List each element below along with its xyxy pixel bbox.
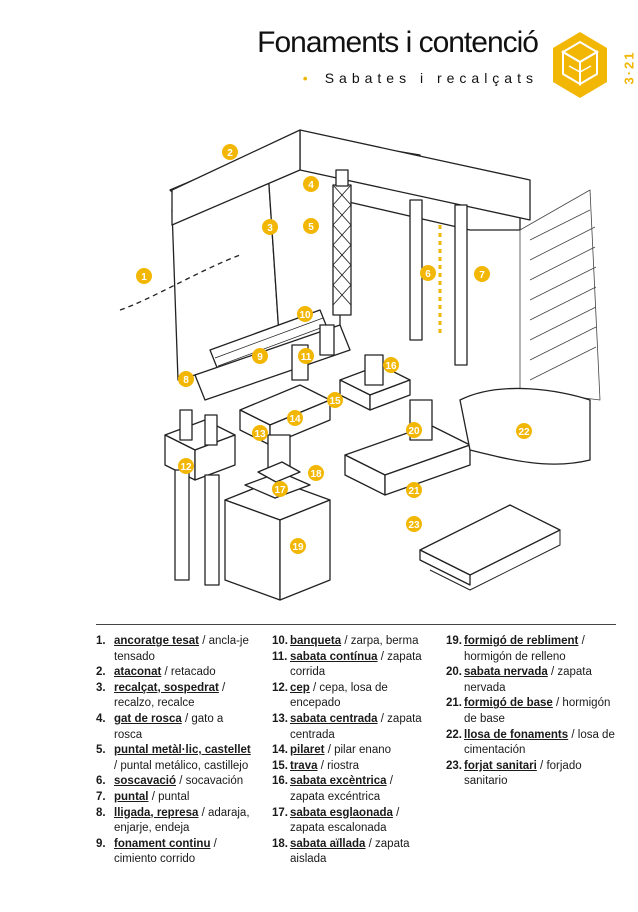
bullet-dot: • [302, 70, 313, 86]
marker-12: 12 [178, 458, 194, 474]
legend-item: 19.formigó de rebliment / hormigón de re… [446, 635, 585, 663]
svg-text:1: 1 [141, 272, 147, 283]
legend-item: 15.trava / riostra [272, 759, 360, 772]
anchor-line [119, 254, 241, 311]
legend-item: 6.soscavació / socavación [96, 775, 244, 788]
svg-text:23: 23 [408, 520, 420, 531]
legend-column-1: 1.ancoratge tesat / ancla-je tensado 2.a… [96, 634, 254, 868]
marker-23: 23 [406, 516, 422, 532]
marker-9: 9 [252, 348, 268, 364]
svg-text:7: 7 [479, 270, 485, 281]
marker-8: 8 [178, 371, 194, 387]
sanitary-floor [419, 504, 561, 591]
legend-item: 13.sabata centrada / zapata centrada [272, 712, 422, 741]
marker-5: 5 [303, 218, 319, 234]
stepped-footing [224, 461, 331, 601]
marker-11: 11 [298, 348, 314, 364]
marker-1: 1 [136, 268, 152, 284]
svg-text:10: 10 [299, 310, 311, 321]
marker-3: 3 [262, 219, 278, 235]
page-title: Fonaments i contenció [257, 26, 539, 59]
svg-text:2: 2 [227, 148, 233, 159]
legend-item: 7.puntal / puntal [96, 790, 190, 803]
pile-cap [164, 409, 236, 586]
brick-footing [194, 309, 351, 401]
legend-item: 14.pilaret / pilar enano [272, 744, 392, 757]
legend-item: 20.sabata nervada / zapata nervada [446, 666, 592, 694]
svg-text:11: 11 [301, 352, 312, 363]
marker-6: 6 [420, 265, 436, 281]
marker-4: 4 [303, 176, 319, 192]
svg-text:15: 15 [329, 396, 341, 407]
legend-item: 12.cep / cepa, losa de encepado [272, 681, 388, 710]
legend-item: 16.sabata excèntrica / zapata excéntrica [272, 775, 393, 803]
marker-2: 2 [222, 144, 238, 160]
legend-column-2: 10.banqueta / zarpa, berma 11.sabata con… [272, 634, 428, 868]
svg-text:8: 8 [183, 375, 189, 386]
svg-text:16: 16 [385, 361, 397, 372]
markers: 1 2 3 4 5 6 7 8 9 10 11 12 13 14 15 16 1… [136, 144, 532, 554]
page-subtitle: • Sabates i recalçats [303, 70, 538, 86]
legend-item: 17.sabata esglaonada / zapata escalonada [272, 806, 400, 835]
marker-17: 17 [272, 481, 288, 497]
legend-item: 21.formigó de base / hormigón de base [446, 697, 611, 725]
subtitle-text: Sabates i recalçats [324, 70, 538, 86]
legend-item: 23.forjat sanitari / forjado sanitario [446, 759, 582, 788]
svg-text:12: 12 [180, 462, 192, 473]
marker-7: 7 [474, 266, 490, 282]
legend-item: 5.puntal metàl·lic, castellet / puntal m… [96, 744, 251, 772]
strut-7 [454, 204, 468, 366]
legend-item: 10.banqueta / zarpa, berma [272, 635, 419, 647]
svg-text:20: 20 [408, 426, 420, 437]
legend-item: 11.sabata contínua / zapata corrida [272, 650, 422, 679]
marker-16: 16 [383, 357, 399, 373]
legend-item: 9.fonament continu / cimiento corrido [96, 837, 217, 866]
legend-item: 1.ancoratge tesat / ancla-je tensado [96, 635, 249, 663]
cube-icon [553, 32, 607, 98]
svg-text:22: 22 [518, 427, 530, 438]
foundations-illustration: 1 2 3 4 5 6 7 8 9 10 11 12 13 14 15 16 1… [119, 129, 601, 601]
screw-jack [335, 169, 349, 187]
svg-text:3: 3 [267, 223, 273, 234]
legend-column-3: 19.formigó de rebliment / hormigón de re… [446, 634, 618, 790]
marker-13: 13 [252, 425, 268, 441]
svg-text:9: 9 [257, 352, 263, 363]
svg-text:18: 18 [310, 469, 322, 480]
divider [96, 624, 616, 625]
marker-15: 15 [327, 392, 343, 408]
svg-text:14: 14 [289, 414, 301, 425]
marker-10: 10 [297, 306, 313, 322]
legend-item: 18.sabata aïllada / zapata aislada [272, 837, 410, 866]
legend-item: 2.ataconat / retacado [96, 666, 216, 679]
marker-14: 14 [287, 410, 303, 426]
marker-19: 19 [290, 538, 306, 554]
legend-item: 3.recalçat, sospedrat / recalzo, recalce [96, 681, 226, 710]
svg-text:6: 6 [425, 269, 431, 280]
top-beam-front [171, 129, 301, 226]
page-number: 3·21 [621, 50, 637, 85]
metal-prop [332, 184, 352, 316]
marker-18: 18 [308, 465, 324, 481]
svg-text:21: 21 [408, 486, 420, 497]
svg-text:4: 4 [308, 180, 314, 191]
svg-text:17: 17 [274, 485, 286, 496]
svg-text:5: 5 [308, 222, 314, 233]
svg-text:13: 13 [254, 429, 266, 440]
strut-6 [409, 199, 423, 341]
marker-22: 22 [516, 423, 532, 439]
svg-text:19: 19 [292, 542, 304, 553]
ground-hatching [519, 189, 601, 401]
legend-item: 8.lligada, represa / adaraja, enjarje, e… [96, 806, 250, 835]
marker-21: 21 [406, 482, 422, 498]
drawing [119, 129, 601, 601]
legend-item: 22.llosa de fonaments / losa de cimentac… [446, 728, 615, 757]
marker-20: 20 [406, 422, 422, 438]
legend-item: 4.gat de rosca / gato a rosca [96, 712, 224, 741]
